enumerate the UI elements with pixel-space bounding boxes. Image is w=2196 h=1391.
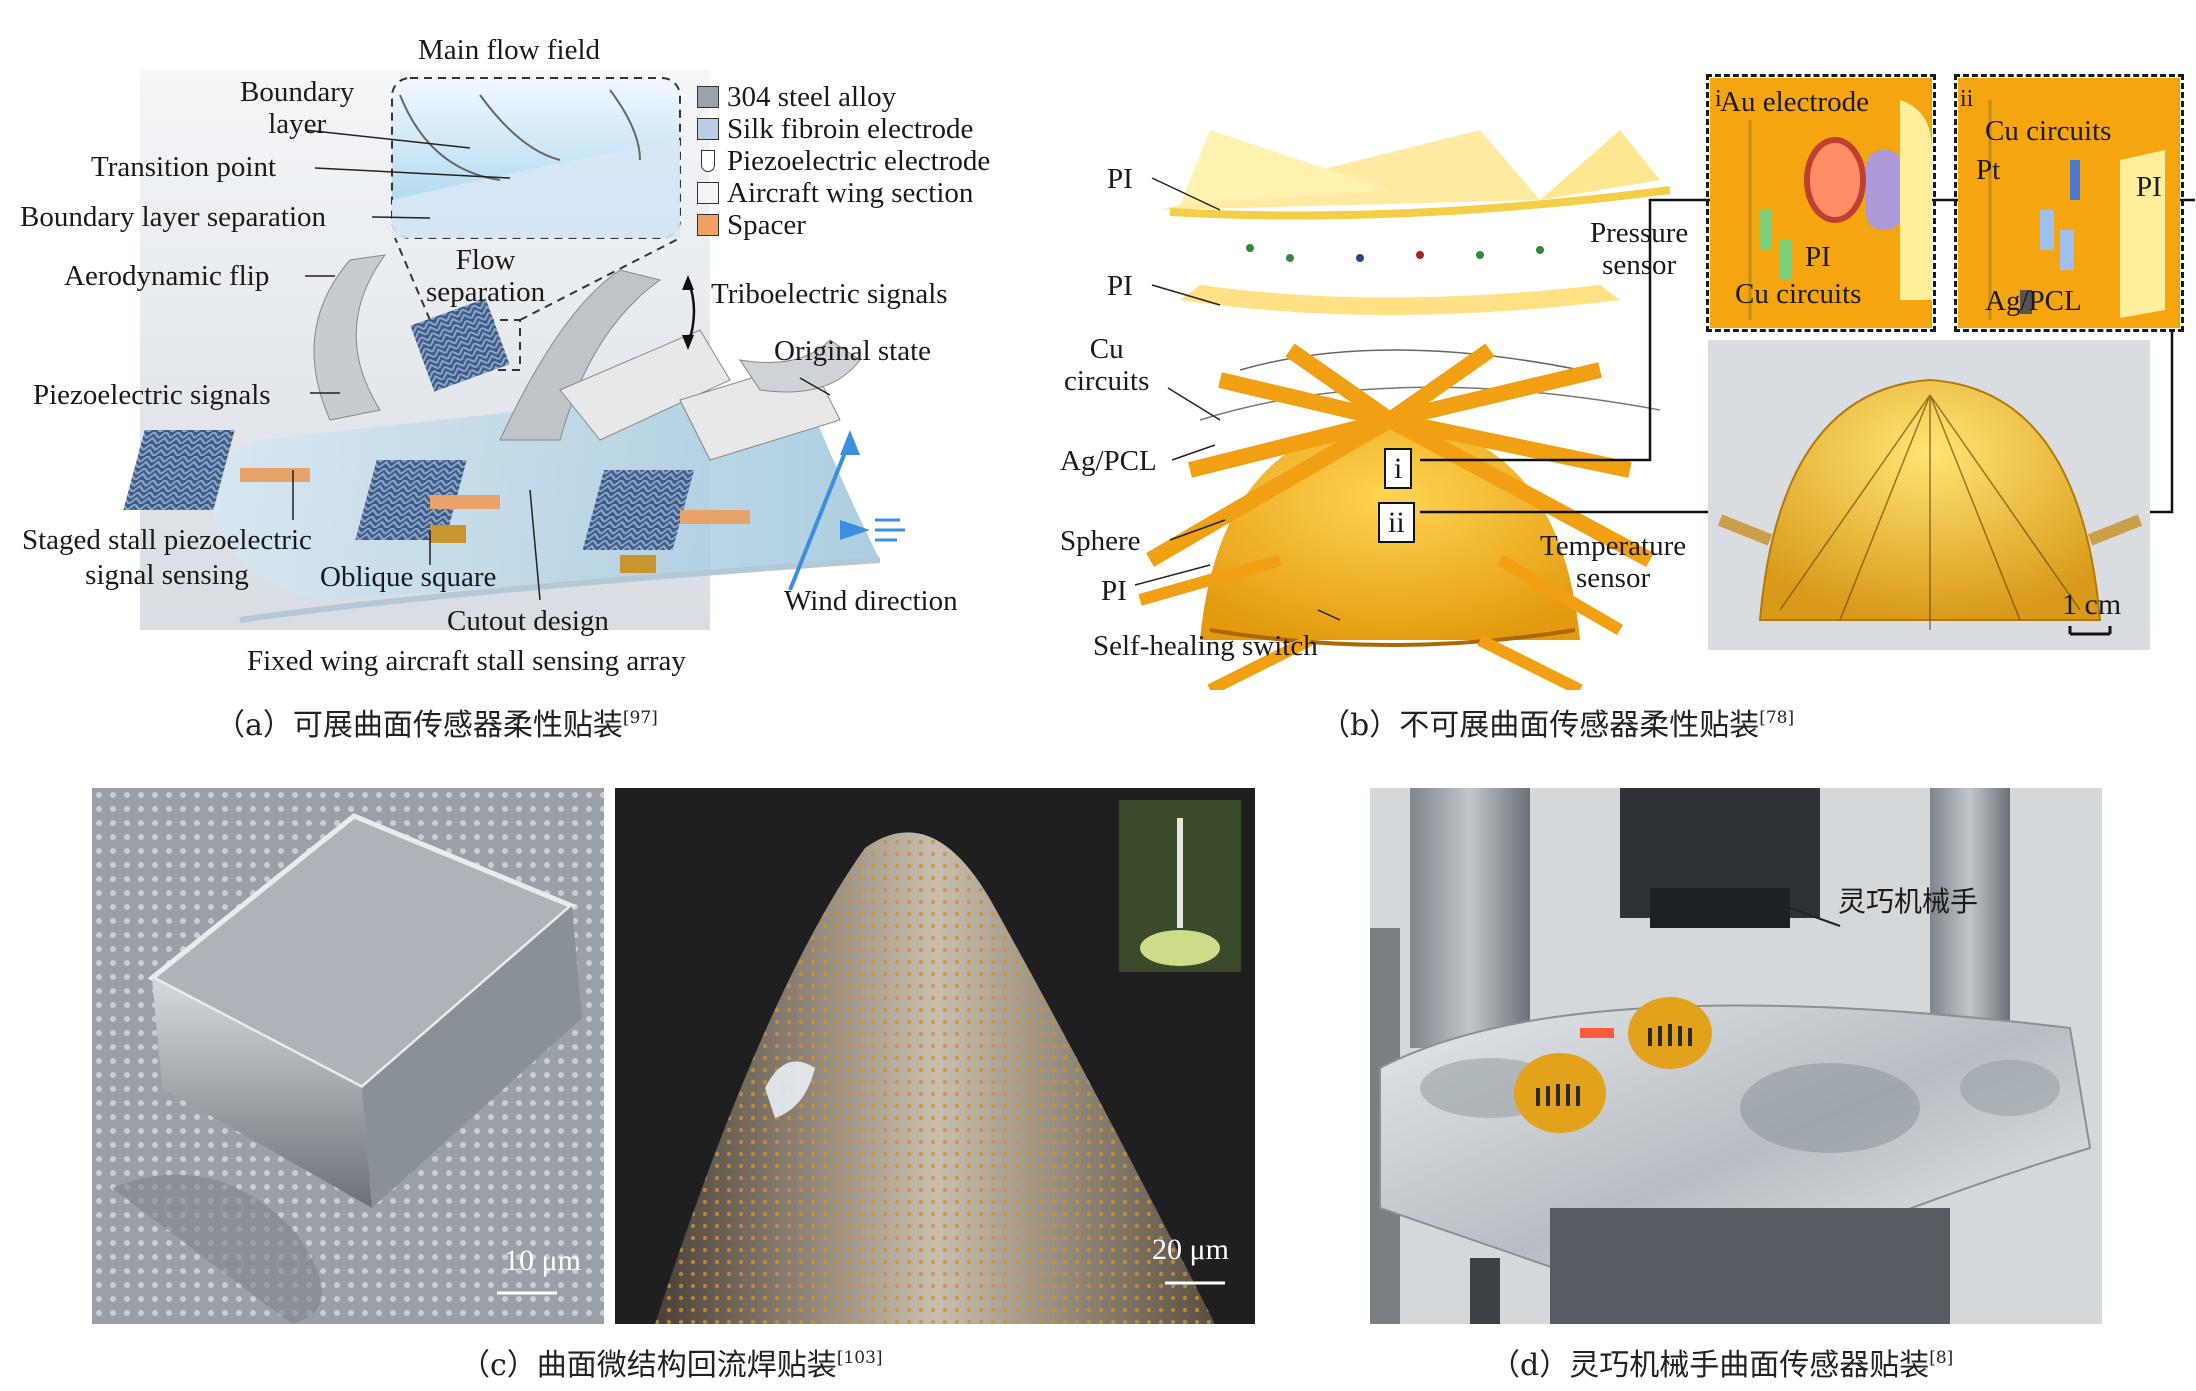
- caption-b: （b）不可展曲面传感器柔性贴装[78]: [1320, 700, 1794, 744]
- label-oblique-square: Oblique square: [320, 561, 497, 593]
- legend-swatch: [701, 150, 715, 172]
- label-cu-circuits: Cu circuits: [1064, 333, 1150, 397]
- caption-d: （d）灵巧机械手曲面传感器贴装[8]: [1490, 1340, 1953, 1384]
- caption-d-ref: [8]: [1929, 1348, 1954, 1368]
- panel-b: i Au electrode PI Cu circuits ii Cu circ…: [1060, 0, 2196, 690]
- flap-1: [313, 254, 387, 421]
- micrograph-left: [92, 788, 604, 1324]
- label-pressure-sensor: Pressure sensor: [1590, 217, 1689, 281]
- label-sphere: Sphere: [1060, 525, 1141, 557]
- panel-a: Main flow field Boundary layer Transitio…: [0, 0, 1060, 690]
- inset-i-pi: PI: [1805, 241, 1831, 273]
- pi-fan-top: [1160, 130, 1671, 220]
- label-array: Fixed wing aircraft stall sensing array: [247, 645, 686, 677]
- caption-c: （c）曲面微结构回流焊贴装[103]: [460, 1340, 883, 1384]
- legend-swatch: [697, 182, 719, 204]
- label-pi-bottom: PI: [1101, 575, 1127, 607]
- panel-b-illustration: [1134, 78, 2195, 690]
- panel-c-right: 20 μm: [615, 788, 1255, 1324]
- caption-d-text: （d）灵巧机械手曲面传感器贴装: [1490, 1348, 1930, 1383]
- scale-bar-c-left: 10 μm: [504, 1244, 581, 1277]
- caption-b-text: （b）不可展曲面传感器柔性贴装: [1320, 708, 1760, 743]
- inset-i-au-electrode: Au electrode: [1720, 86, 1869, 118]
- label-triboelectric-signals: Triboelectric signals: [711, 278, 948, 310]
- label-piezoelectric-signals: Piezoelectric signals: [33, 379, 271, 411]
- label-original-state: Original state: [774, 335, 932, 367]
- label-pi-top: PI: [1107, 163, 1133, 195]
- label-cutout-design: Cutout design: [447, 605, 609, 637]
- caption-a-ref: [97]: [622, 708, 658, 728]
- label-ag-pcl: Ag/PCL: [1060, 445, 1157, 477]
- panel-c-left: 10 μm: [92, 788, 604, 1324]
- main-flow-field-title: Main flow field: [418, 34, 601, 66]
- inset-i-marker: i: [1715, 86, 1722, 112]
- caption-c-text: （c）曲面微结构回流焊贴装: [460, 1348, 837, 1383]
- label-wind-direction: Wind direction: [784, 585, 958, 617]
- caption-c-ref: [103]: [836, 1348, 883, 1368]
- label-boundary-layer: Boundary layer: [240, 76, 355, 140]
- inset-ii-ag-pcl: Ag/PCL: [1985, 285, 2082, 317]
- caption-a-text: （a）可展曲面传感器柔性贴装: [215, 708, 623, 743]
- caption-a: （a）可展曲面传感器柔性贴装[97]: [215, 700, 658, 744]
- marker-ii: ii: [1378, 502, 1415, 543]
- micrograph-right: [655, 800, 1241, 1324]
- label-transition-point: Transition point: [91, 151, 277, 183]
- inset-i-cu-circuits: Cu circuits: [1735, 278, 1862, 310]
- inset-ii-pt: Pt: [1976, 154, 2001, 186]
- label-flow-separation: Flow separation: [426, 244, 546, 308]
- photo-robot-hand: [1370, 788, 2102, 1324]
- label-boundary-layer-separation: Boundary layer separation: [20, 201, 327, 233]
- marker-i: i: [1384, 448, 1413, 489]
- scale-bar-b: 1 cm: [2062, 588, 2122, 621]
- legend-swatch: [697, 214, 719, 236]
- panel-a-illustration: [123, 70, 905, 630]
- inset-ii-pi: PI: [2136, 171, 2162, 203]
- caption-b-ref: [78]: [1759, 708, 1795, 728]
- legend-label: Aircraft wing section: [727, 177, 974, 209]
- legend-swatch: [697, 86, 719, 108]
- label-dexterous-hand: 灵巧机械手: [1838, 885, 1979, 918]
- legend-label: Silk fibroin electrode: [727, 113, 974, 145]
- inset-ii-frame: [1954, 74, 2184, 332]
- inset-ii-marker: ii: [1960, 86, 1974, 112]
- label-pi-mid: PI: [1107, 270, 1133, 302]
- inset-i-frame: [1706, 74, 1936, 332]
- legend-label: Piezoelectric electrode: [727, 145, 991, 177]
- legend-label: Spacer: [727, 209, 806, 241]
- panel-d: 灵巧机械手: [1370, 788, 2102, 1324]
- scale-bar-c-right: 20 μm: [1152, 1233, 1229, 1266]
- label-temperature-sensor: Temperature sensor: [1540, 530, 1687, 594]
- inset-ii-cu-circuits: Cu circuits: [1985, 115, 2112, 147]
- label-aerodynamic-flip: Aerodynamic flip: [64, 260, 270, 292]
- legend-swatch: [697, 118, 719, 140]
- legend-label: 304 steel alloy: [727, 81, 897, 113]
- label-staged-stall: Staged stall piezoelectric signal sensin…: [22, 524, 312, 591]
- label-self-healing-switch: Self-healing switch: [1093, 630, 1318, 662]
- dots-layer: [1246, 244, 1544, 262]
